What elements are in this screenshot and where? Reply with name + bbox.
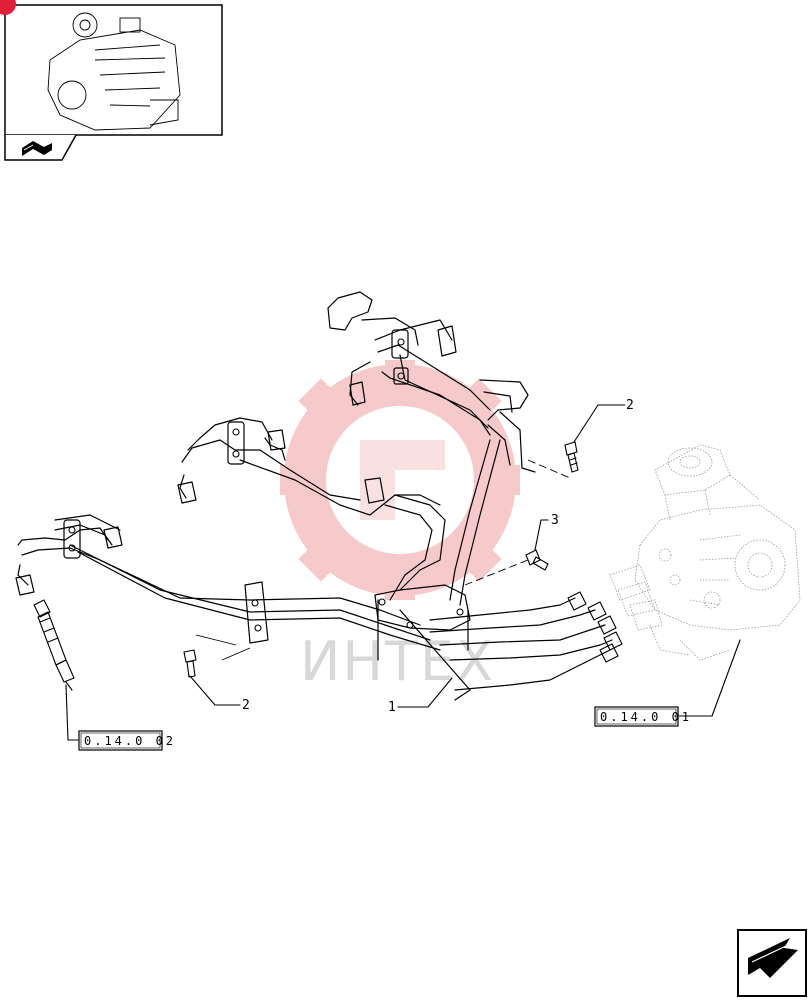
- ref-box-injector[interactable]: 0.14.0 02: [78, 730, 176, 751]
- engine-thumbnail-icon: [47, 12, 181, 131]
- bolt-2-bottom: [183, 649, 197, 678]
- watermark-logo: [280, 360, 520, 600]
- callout-1: 1: [388, 700, 396, 715]
- corner-badge: [0, 0, 16, 15]
- next-page-arrow-icon: [748, 938, 798, 978]
- bolt-2-top: [564, 441, 579, 473]
- callout-2-top: 2: [626, 398, 634, 413]
- ref-injector-label: 0.14.0 02: [84, 734, 176, 748]
- fuel-injector: [33, 599, 75, 691]
- callout-2-bottom: 2: [242, 698, 250, 713]
- callout-3: 3: [551, 513, 559, 528]
- leader-lines: [65, 404, 741, 741]
- engine-thumbnail[interactable]: [0, 0, 223, 161]
- fuel-pipe-harness: [15, 291, 623, 701]
- injection-pump-ghost: [609, 444, 801, 661]
- bolt-3: [525, 549, 549, 571]
- ref-box-pump[interactable]: 0.14.0 01: [594, 706, 692, 727]
- next-page-button[interactable]: [737, 929, 807, 997]
- open-book-icon: [22, 141, 52, 156]
- ref-pump-label: 0.14.0 01: [600, 710, 692, 724]
- watermark-text: ИНТЕХ: [300, 630, 495, 693]
